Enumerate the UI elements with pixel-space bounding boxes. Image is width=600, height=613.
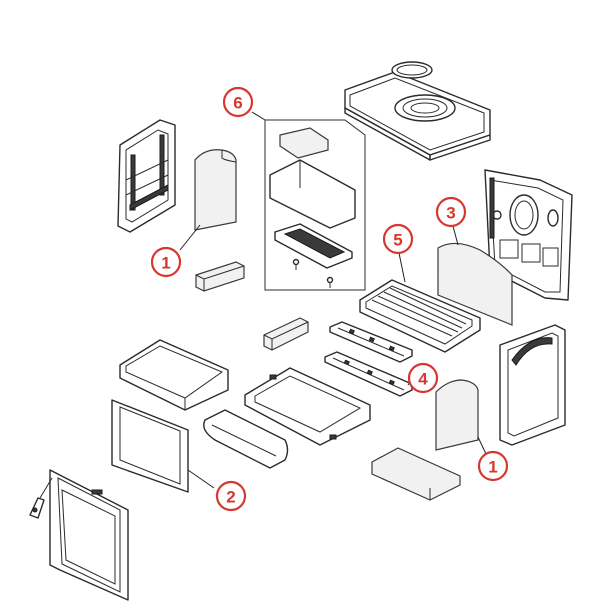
firebrick-side-right [435, 379, 479, 451]
callout-2-label: 2 [226, 488, 235, 507]
firebrick-small-left [195, 261, 245, 292]
front-ash-lip [203, 409, 289, 469]
callout-3: 3 [435, 196, 467, 228]
callout-5: 5 [382, 223, 414, 255]
firebrick-side-left [194, 149, 237, 231]
callout-6-label: 6 [233, 94, 242, 113]
ash-pan [119, 339, 229, 411]
door-glass [111, 399, 189, 493]
callout-5-label: 5 [393, 231, 402, 250]
top-cover-plate [344, 71, 491, 161]
callout-1-left: 1 [150, 246, 182, 278]
rear-heat-shield-panel [484, 169, 573, 301]
right-side-panel [499, 324, 566, 446]
callout-6: 6 [222, 86, 254, 118]
callout-1-left-label: 1 [161, 254, 170, 273]
firebrick-small-center [263, 317, 309, 351]
grate-bar-lower [324, 351, 413, 397]
front-door [49, 469, 129, 601]
baffle-assembly-group [264, 119, 366, 291]
grate-bar-upper [329, 321, 413, 363]
door-handle [29, 477, 53, 519]
callout-3-label: 3 [446, 204, 455, 223]
firebrick-rear [437, 242, 513, 326]
callout-2: 2 [215, 480, 247, 512]
grate [359, 279, 481, 353]
left-side-panel [117, 119, 176, 233]
flue-collar-ring [391, 61, 433, 79]
grate-frame [244, 367, 371, 446]
callout-1-right: 1 [477, 450, 509, 482]
base-plate [371, 447, 461, 501]
callout-4: 4 [407, 362, 439, 394]
callout-4-label: 4 [418, 370, 428, 389]
callout-1-right-label: 1 [488, 458, 497, 477]
